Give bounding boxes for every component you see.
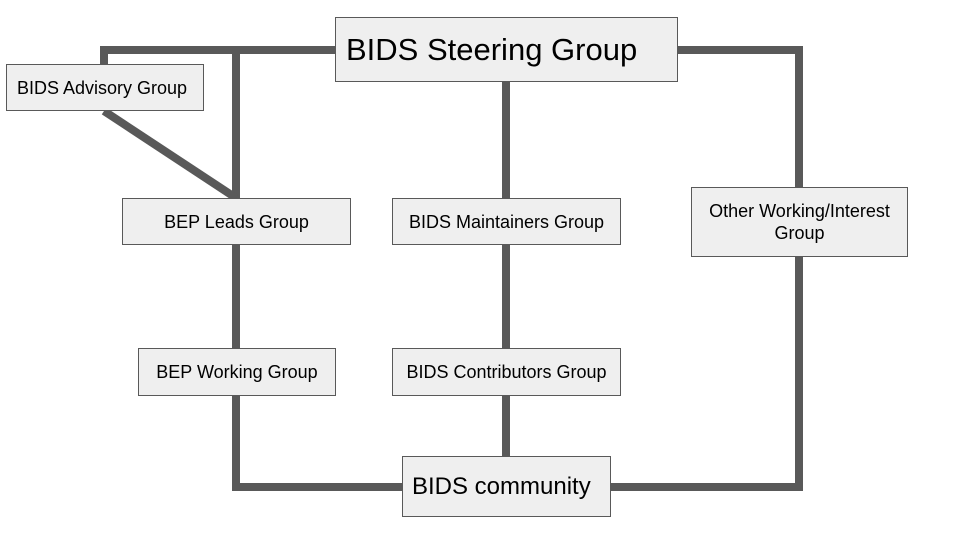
node-bep-working-group: BEP Working Group <box>138 348 336 396</box>
connector-other-community <box>611 257 803 491</box>
node-bep-leads-group: BEP Leads Group <box>122 198 351 245</box>
node-label: BIDS Advisory Group <box>17 77 188 98</box>
node-label: BIDS Steering Group <box>346 31 638 67</box>
node-other-working-interest-group: Other Working/Interest Group <box>691 187 908 257</box>
node-label: BIDS Maintainers Group <box>408 211 605 232</box>
node-bids-contributors-group: BIDS Contributors Group <box>392 348 621 396</box>
node-label: BEP Leads Group <box>164 211 309 232</box>
connector-steering-other <box>678 46 803 187</box>
connector-advisory-bep-leads <box>101 107 239 202</box>
node-bids-community: BIDS community <box>402 456 611 517</box>
node-bids-maintainers-group: BIDS Maintainers Group <box>392 198 621 245</box>
node-label: BIDS Contributors Group <box>406 362 607 382</box>
connector-steering-advisory <box>100 46 335 64</box>
node-label: Other Working/Interest Group <box>709 201 890 243</box>
node-label: BIDS community <box>412 472 591 500</box>
node-label: BEP Working Group <box>156 362 318 382</box>
connector-bep-working-community <box>232 396 402 491</box>
node-bids-advisory-group: BIDS Advisory Group <box>6 64 204 111</box>
node-bids-steering-group: BIDS Steering Group <box>335 17 678 82</box>
